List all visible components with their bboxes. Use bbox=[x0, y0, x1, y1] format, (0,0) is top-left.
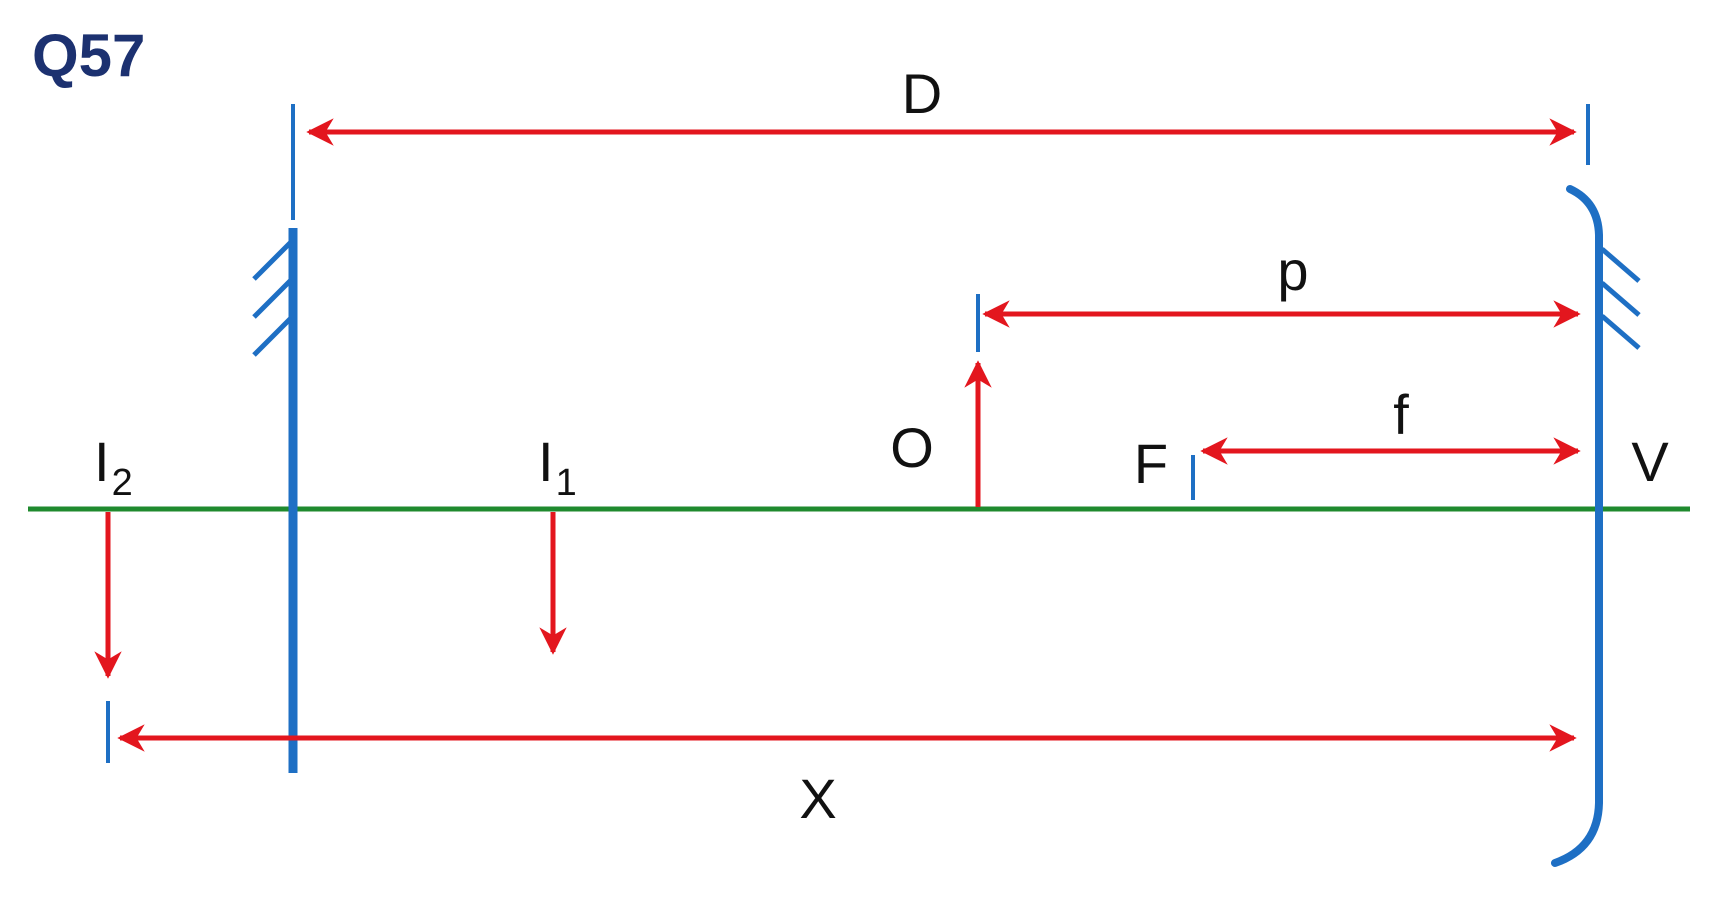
label-f: f bbox=[1393, 383, 1409, 446]
label-X: X bbox=[799, 767, 836, 830]
label-p: p bbox=[1277, 239, 1308, 302]
label-I1-main: I bbox=[538, 430, 554, 493]
question-label: Q57 bbox=[32, 22, 145, 89]
label-I1: I1 bbox=[538, 430, 577, 504]
label-O: O bbox=[890, 416, 934, 479]
concave-mirror bbox=[1551, 185, 1641, 867]
label-F: F bbox=[1134, 432, 1168, 495]
label-V: V bbox=[1631, 430, 1669, 493]
plane-mirror bbox=[252, 228, 298, 773]
label-I2-main: I bbox=[94, 430, 110, 493]
label-I1-sub: 1 bbox=[556, 462, 577, 504]
label-I2-sub: 2 bbox=[112, 462, 133, 504]
label-I2: I2 bbox=[94, 430, 133, 504]
label-D: D bbox=[902, 62, 942, 125]
